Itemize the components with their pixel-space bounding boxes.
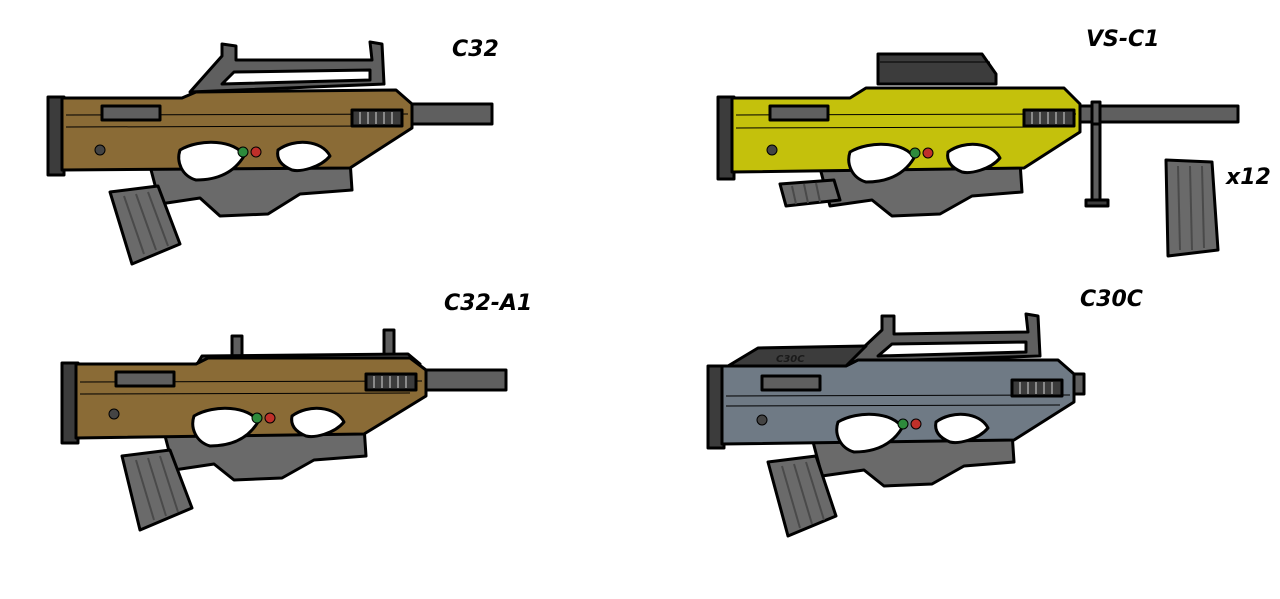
weapon-label: C32 [452,37,499,62]
grip-hole [290,406,346,438]
weapon-label: VS-C1 [1086,27,1159,52]
barrel [406,102,494,126]
trigger-guard [191,406,260,448]
side-marking: C30C [776,354,805,365]
sling-swivel [766,144,778,156]
indicator-green [237,146,249,158]
bipod [1090,122,1102,206]
weapon-label: C30C [1080,287,1143,312]
carry-handle [188,40,386,94]
indicator-green [897,418,909,430]
ejection-port [100,104,162,122]
weapon-vs-c1: VS-C1 x12 [716,27,1271,258]
indicator-red [264,412,276,424]
barrel [420,368,508,392]
vent-grille [1010,378,1064,398]
spare-magazine [1164,158,1220,258]
weapon-c32: C32 [46,37,499,266]
rear-sight [230,334,244,358]
weapon-label: C32-A1 [444,291,532,316]
indicator-red [910,418,922,430]
front-sight [382,328,396,358]
trigger-guard [177,140,246,182]
ejection-port [114,370,176,388]
ejection-port [768,104,830,122]
grip-hole [946,142,1002,174]
weapon-c32-a1: C32-A1 [60,291,532,532]
optic [876,52,998,86]
indicator-red [922,147,934,159]
ejection-port [760,374,822,392]
magazine [778,178,842,208]
indicator-green [909,147,921,159]
vent-grille [350,108,404,128]
sling-swivel [756,414,768,426]
trigger-guard [835,412,904,454]
vent-grille [364,372,418,392]
trigger-guard [847,142,916,184]
sling-swivel [94,144,106,156]
vent-grille [1022,108,1076,128]
magazine-count: x12 [1225,165,1271,190]
sling-swivel [108,408,120,420]
indicator-green [251,412,263,424]
grip-hole [276,140,332,172]
indicator-red [250,146,262,158]
weapon-c30c: C30C C30C [706,287,1143,538]
barrel [1078,104,1240,124]
grip-hole [934,412,990,444]
